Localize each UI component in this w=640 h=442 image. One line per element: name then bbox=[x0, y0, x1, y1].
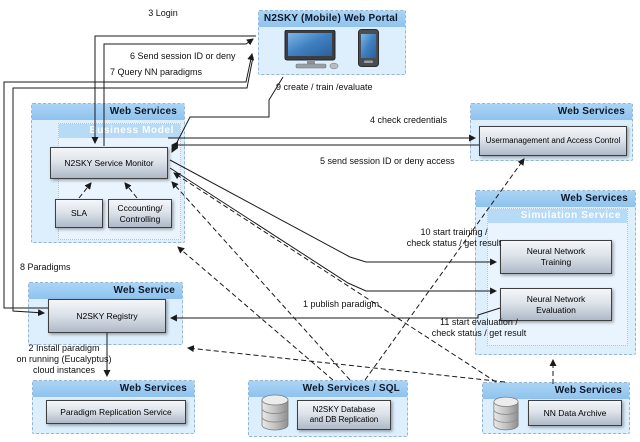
registry-group-header: Web Service bbox=[29, 283, 182, 299]
database-group-header: Web Services / SQL bbox=[249, 381, 407, 397]
label-7-query-paradigms: 7 Query NN paradigms bbox=[110, 67, 203, 77]
label-5-send-session-access: 5 send session ID or deny access bbox=[320, 156, 455, 166]
archive-group-header: Web Services bbox=[483, 383, 629, 399]
simulation-group-header: Web Services bbox=[476, 191, 635, 207]
label-3-login: 3 Login bbox=[148, 8, 178, 18]
n2sky-database-node: N2SKY Database and DB Replication bbox=[297, 400, 391, 430]
label-11-start-evaluation: 11 start evaluation / check status / get… bbox=[431, 317, 527, 338]
business-group-header: Web Services bbox=[32, 104, 184, 120]
registry-node: N2SKY Registry bbox=[48, 299, 166, 333]
database-cylinder-icon bbox=[260, 394, 290, 436]
paradigm-replication-node: Paradigm Replication Service bbox=[46, 400, 186, 424]
arrow-9-create-train-evaluate bbox=[171, 76, 284, 153]
dashed-arrow-archive-to-registry bbox=[186, 345, 506, 383]
label-2-install-paradigm: 2 Install paradigm on running (Eucalyptu… bbox=[16, 343, 112, 375]
desktop-computer-icon bbox=[282, 29, 344, 75]
label-4-check-credentials: 4 check credentials bbox=[370, 115, 448, 125]
replication-group-header: Web Services bbox=[33, 381, 194, 397]
label-10-start-training: 10 start training / check status / get r… bbox=[406, 227, 502, 248]
simulation-service-subgroup-header: Simulation Service bbox=[488, 209, 627, 223]
service-monitor-node: N2SKY Service Monitor bbox=[50, 147, 168, 179]
sla-node: SLA bbox=[55, 199, 103, 228]
label-1-publish-paradigm: 1 publish paradigm bbox=[303, 299, 380, 309]
mobile-phone-icon bbox=[358, 29, 379, 72]
usermanagement-group-header: Web Services bbox=[471, 104, 632, 120]
archive-database-cylinder-icon bbox=[492, 396, 520, 436]
usermanagement-node: Usermanagement and Access Control bbox=[479, 126, 627, 156]
label-6-send-session: 6 Send session ID or deny bbox=[130, 51, 236, 61]
label-9-create-train-evaluate: 9 create / train /evaluate bbox=[276, 82, 373, 92]
nn-data-archive-node: NN Data Archive bbox=[528, 400, 622, 426]
label-8-paradigms: 8 Paradigms bbox=[20, 262, 71, 272]
dashed-arrow-database-to-business-model bbox=[177, 246, 334, 381]
accounting-controlling-node: Cccounting/ Controlling bbox=[108, 199, 172, 228]
portal-group-header: N2SKY (Mobile) Web Portal bbox=[259, 11, 405, 27]
dashed-arrow-archive-to-monitor bbox=[173, 172, 497, 383]
dashed-arrow-database-to-monitor bbox=[171, 181, 351, 381]
business-model-subgroup-header: Business Model bbox=[59, 124, 180, 138]
